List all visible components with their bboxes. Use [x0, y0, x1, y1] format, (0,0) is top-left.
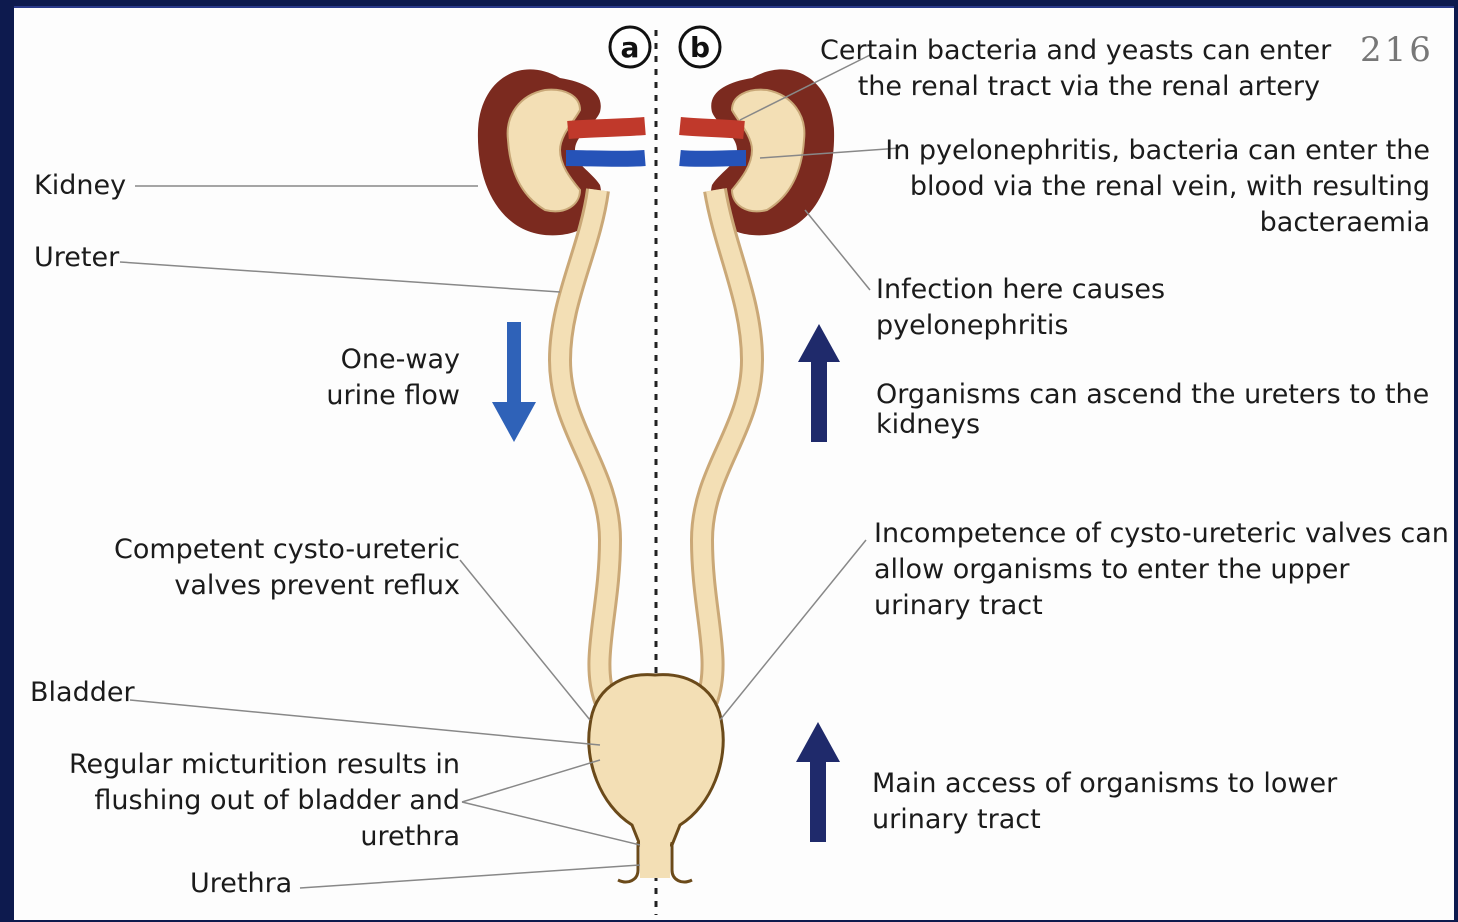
urethra-label: Urethra: [190, 866, 292, 902]
renal-vein-label: In pyelonephritis, bacteria can enter th…: [880, 133, 1430, 241]
ascend-line-1: Organisms can ascend the ureters to the: [876, 380, 1429, 410]
renal-vein-line-3: bacteraemia: [880, 205, 1430, 241]
right-kidney: [680, 69, 834, 235]
micturition-label: Regular micturition results in flushing …: [40, 747, 460, 855]
up-arrow-icon: [798, 324, 840, 442]
page-number: 216: [1360, 30, 1434, 70]
main-access-label: Main access of organisms to lower urinar…: [872, 766, 1337, 838]
renal-vein-line-1: In pyelonephritis, bacteria can enter th…: [880, 133, 1430, 169]
panel-a-letter: a: [621, 31, 640, 64]
renal-vein-line-2: blood via the renal vein, with resulting: [880, 169, 1430, 205]
panel-b-letter: b: [690, 31, 710, 64]
urine-flow-line-1: One-way: [260, 342, 460, 378]
renal-artery-line-1: Certain bacteria and yeasts can enter: [820, 33, 1320, 69]
incompetence-line-1: Incompetence of cysto-ureteric valves ca…: [874, 516, 1449, 552]
micturition-line-3: urethra: [40, 819, 460, 855]
urine-flow-label: One-way urine flow: [260, 342, 460, 414]
left-kidney: [478, 69, 645, 235]
main-access-line-1: Main access of organisms to lower: [872, 766, 1337, 802]
renal-artery-line-2: the renal tract via the renal artery: [820, 69, 1320, 105]
competent-valves-line-1: Competent cysto-ureteric: [60, 532, 460, 568]
renal-artery-label: Certain bacteria and yeasts can enter th…: [820, 33, 1320, 105]
down-arrow-icon: [492, 322, 536, 442]
pyelonephritis-label: Infection here causes pyelonephritis: [876, 272, 1165, 344]
bladder-shape: [589, 675, 723, 845]
pyelonephritis-line-2: pyelonephritis: [876, 308, 1165, 344]
incompetence-label: Incompetence of cysto-ureteric valves ca…: [874, 516, 1449, 624]
ascend-line-2: kidneys: [876, 410, 1429, 440]
urine-flow-line-2: urine flow: [260, 378, 460, 414]
micturition-line-1: Regular micturition results in: [40, 747, 460, 783]
ureter-label: Ureter: [34, 240, 119, 276]
micturition-line-2: flushing out of bladder and: [40, 783, 460, 819]
ascend-label: Organisms can ascend the ureters to the …: [876, 380, 1429, 440]
up-arrow-icon: [796, 722, 840, 842]
kidney-label: Kidney: [34, 168, 126, 204]
competent-valves-label: Competent cysto-ureteric valves prevent …: [60, 532, 460, 604]
incompetence-line-3: urinary tract: [874, 588, 1449, 624]
competent-valves-line-2: valves prevent reflux: [60, 568, 460, 604]
bladder-label: Bladder: [30, 675, 135, 711]
incompetence-line-2: allow organisms to enter the upper: [874, 552, 1449, 588]
main-access-line-2: urinary tract: [872, 802, 1337, 838]
pyelonephritis-line-1: Infection here causes: [876, 272, 1165, 308]
